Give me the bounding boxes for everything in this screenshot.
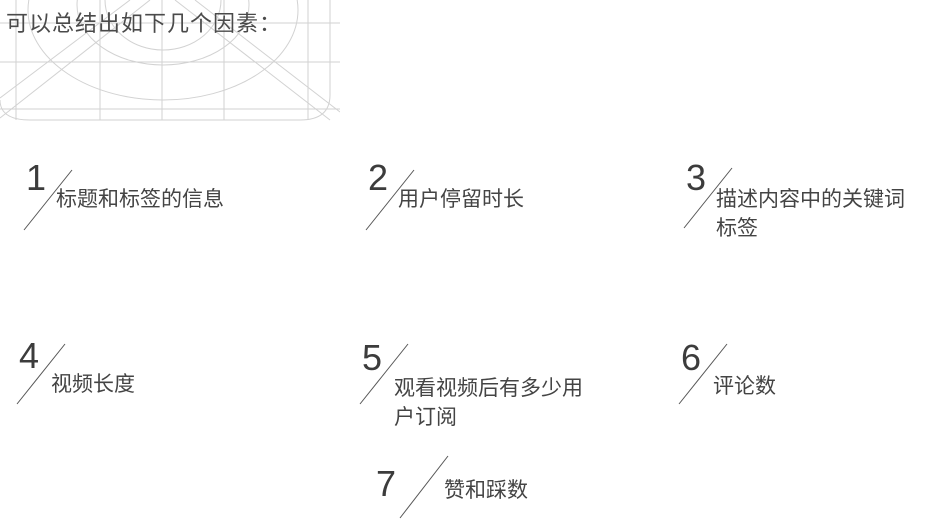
factor-number: 5 bbox=[362, 337, 383, 378]
factor-number: 6 bbox=[681, 337, 702, 378]
factor-label: 观看视频后有多少用户订阅 bbox=[394, 376, 583, 429]
slash-divider-icon bbox=[23, 169, 73, 231]
factor-label: 用户停留时长 bbox=[398, 187, 524, 211]
slash-divider-icon bbox=[678, 343, 728, 405]
factor-6: 6 评论数 bbox=[678, 337, 881, 420]
factor-3: 3 描述内容中的关键词标签 bbox=[683, 157, 926, 260]
factor-number: 4 bbox=[19, 335, 40, 376]
slash-divider-icon bbox=[16, 343, 66, 405]
factor-label: 评论数 bbox=[713, 374, 776, 398]
factor-number: 7 bbox=[376, 463, 397, 504]
factor-label: 标题和标签的信息 bbox=[56, 187, 224, 211]
factor-number: 3 bbox=[686, 157, 707, 198]
factor-7: 7 赞和踩数 bbox=[376, 455, 616, 530]
factor-2: 2 用户停留时长 bbox=[365, 157, 628, 260]
slash-divider-icon bbox=[365, 169, 415, 231]
factor-1: 1 标题和标签的信息 bbox=[23, 157, 286, 260]
slash-divider-icon bbox=[399, 455, 449, 519]
factor-number: 1 bbox=[26, 157, 47, 198]
icon-grid-background bbox=[0, 0, 340, 121]
factor-label: 赞和踩数 bbox=[444, 478, 528, 502]
factor-label: 视频长度 bbox=[51, 372, 135, 396]
factor-5: 5 观看视频后有多少用户订阅 bbox=[359, 337, 622, 440]
slash-divider-icon bbox=[359, 343, 409, 405]
factor-number: 2 bbox=[368, 157, 389, 198]
slash-divider-icon bbox=[683, 167, 733, 229]
factor-4: 4 视频长度 bbox=[16, 335, 279, 418]
factor-label: 描述内容中的关键词标签 bbox=[716, 187, 905, 240]
page-title: 可以总结出如下几个因素： bbox=[6, 12, 283, 37]
